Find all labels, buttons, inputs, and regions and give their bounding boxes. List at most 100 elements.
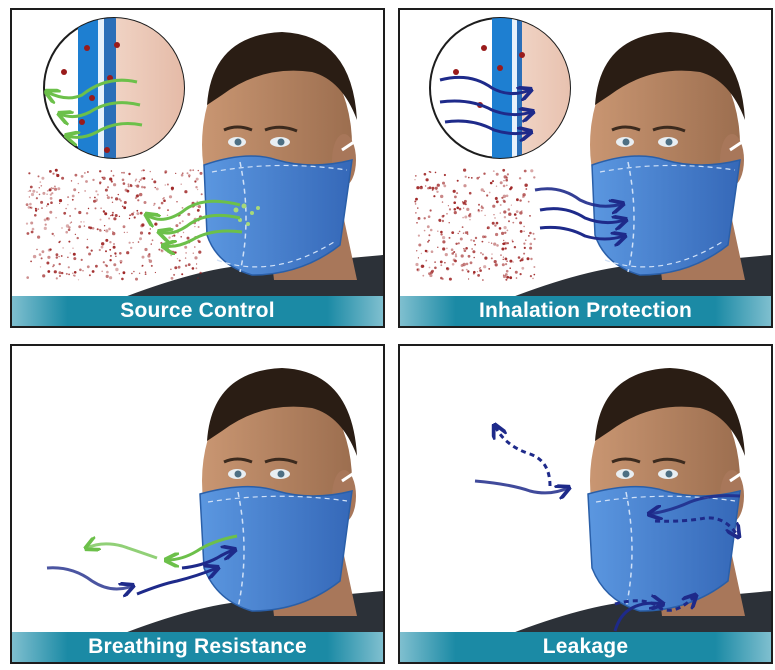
- particle: [26, 276, 29, 279]
- particle: [507, 242, 509, 244]
- particle: [56, 256, 58, 258]
- particle: [482, 279, 484, 281]
- particle: [494, 217, 495, 218]
- particle: [509, 267, 511, 269]
- particle: [167, 184, 169, 186]
- particle: [481, 188, 484, 191]
- particle: [440, 233, 442, 235]
- particle: [475, 237, 477, 239]
- particle: [113, 175, 115, 177]
- particle: [151, 243, 152, 244]
- particle: [442, 201, 443, 202]
- particle: [468, 177, 470, 179]
- particle: [503, 185, 506, 188]
- particle: [52, 266, 53, 267]
- particle: [135, 185, 136, 186]
- particle: [162, 198, 163, 199]
- particle: [495, 233, 498, 236]
- particle: [471, 248, 472, 249]
- particle: [137, 199, 139, 201]
- particle: [54, 270, 57, 273]
- particle: [62, 247, 64, 249]
- particle: [99, 183, 101, 185]
- particle: [502, 169, 505, 172]
- particle: [467, 270, 469, 272]
- particle: [92, 227, 95, 230]
- particle: [421, 265, 424, 268]
- particle: [142, 169, 144, 171]
- particle: [126, 251, 129, 254]
- particle: [142, 224, 145, 227]
- particle: [40, 266, 41, 267]
- particle: [78, 211, 81, 214]
- particle: [101, 271, 103, 273]
- particle: [54, 235, 55, 236]
- particle: [94, 197, 96, 199]
- particle: [119, 273, 120, 274]
- particle: [46, 262, 49, 265]
- particle: [466, 208, 469, 211]
- particle: [500, 181, 503, 184]
- particle: [503, 243, 506, 246]
- particle: [140, 231, 143, 234]
- particle: [458, 233, 459, 234]
- particle: [185, 252, 187, 254]
- particle: [500, 254, 502, 256]
- particle: [466, 269, 468, 271]
- particle: [508, 277, 510, 279]
- particle: [464, 216, 467, 219]
- particle: [74, 208, 76, 210]
- particle: [512, 261, 514, 263]
- particle: [150, 228, 151, 229]
- particle: [533, 176, 535, 178]
- particle: [442, 220, 444, 222]
- particle: [509, 276, 512, 279]
- particle: [107, 186, 109, 188]
- particle: [194, 180, 196, 182]
- particle: [505, 263, 507, 265]
- particle: [154, 223, 157, 226]
- particle: [430, 209, 432, 211]
- particle: [59, 241, 61, 243]
- particle: [503, 180, 504, 181]
- particle: [194, 256, 197, 259]
- particle: [452, 263, 455, 266]
- particle: [122, 179, 125, 182]
- particle: [435, 172, 437, 174]
- particle: [168, 236, 170, 238]
- particle: [41, 185, 43, 187]
- particle: [516, 210, 519, 213]
- particle: [154, 203, 156, 205]
- particle: [109, 249, 111, 251]
- particle: [127, 190, 130, 193]
- particle: [30, 186, 33, 189]
- particle: [113, 217, 116, 220]
- particle: [516, 277, 518, 279]
- particle: [129, 242, 131, 244]
- particle: [430, 271, 433, 274]
- particle: [73, 257, 76, 260]
- particle: [72, 199, 74, 201]
- particle: [421, 253, 422, 254]
- particle: [187, 213, 190, 216]
- particle: [148, 232, 151, 235]
- particle: [30, 207, 32, 209]
- particle: [508, 220, 510, 222]
- particle: [466, 263, 469, 266]
- particle: [455, 253, 457, 255]
- particle: [36, 249, 37, 250]
- particle: [483, 173, 485, 175]
- particle: [39, 194, 41, 196]
- particle: [427, 225, 430, 228]
- particle: [491, 253, 492, 254]
- particle: [442, 247, 445, 250]
- particle: [139, 273, 140, 274]
- particle: [61, 177, 64, 180]
- particle: [46, 194, 47, 195]
- particle: [42, 274, 45, 277]
- particle: [506, 185, 508, 187]
- particle: [99, 229, 101, 231]
- particle: [87, 265, 90, 268]
- particle: [426, 178, 429, 181]
- particle: [140, 212, 143, 215]
